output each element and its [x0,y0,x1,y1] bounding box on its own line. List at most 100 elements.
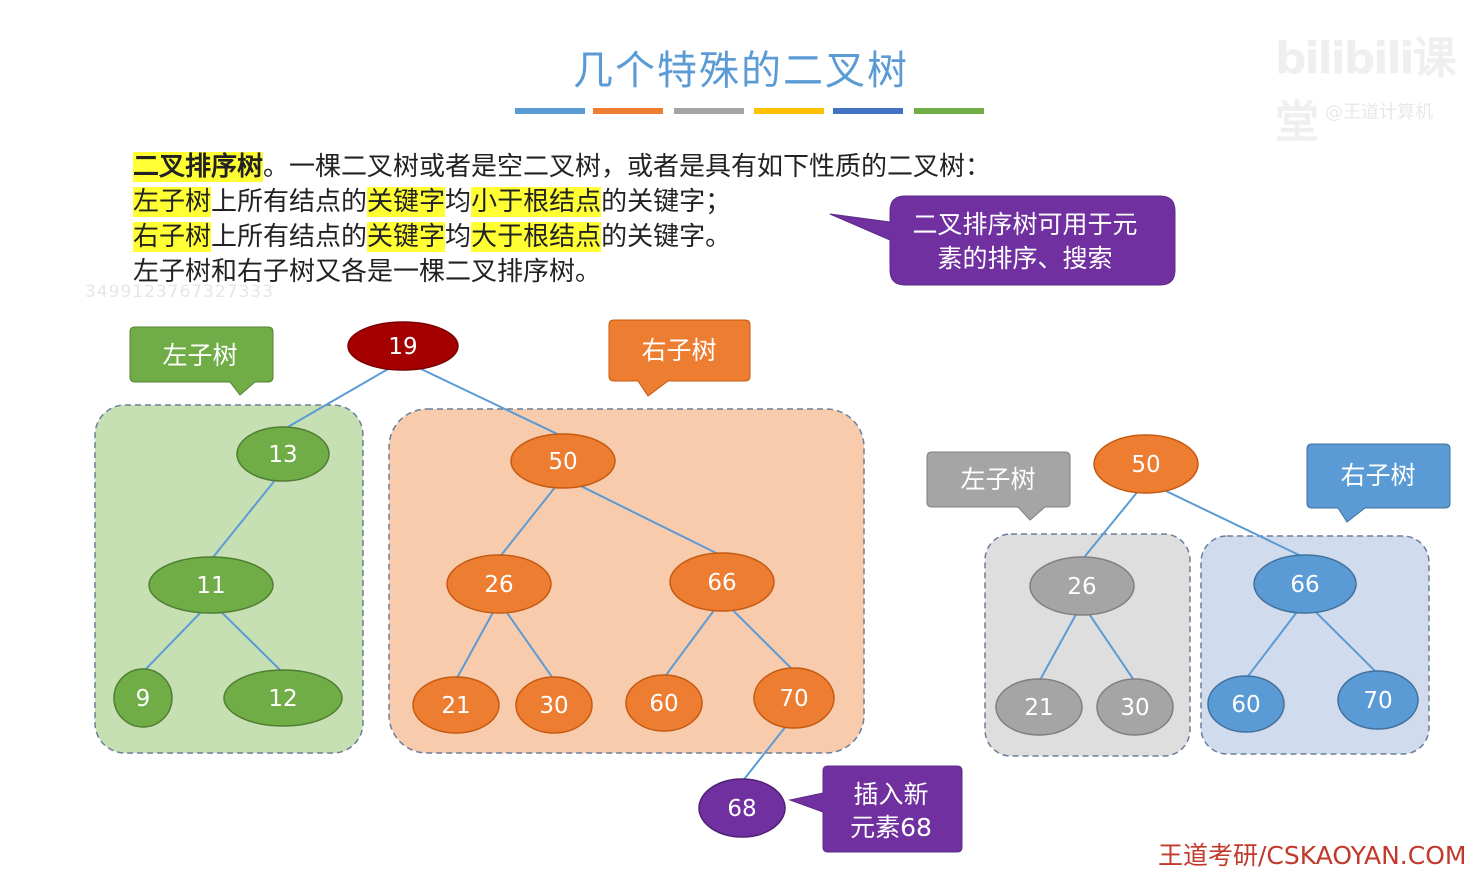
usage-callout [829,195,1176,286]
tree-node [669,552,775,612]
tree-edge [1304,600,1379,675]
color-bar [914,108,984,114]
tree-node [223,669,343,727]
tree-edge [498,600,555,681]
tree-edge [721,598,795,672]
left-subtree-label: 左子树 [162,341,237,370]
tree-node-label: 13 [268,442,297,468]
tree-node [515,676,593,734]
hl-right-subtree: 右子树 [133,222,212,252]
color-bar [593,108,663,114]
tree-node-label: 26 [1067,574,1096,600]
hl-key: 关键字 [367,222,446,252]
tree-node-label: 68 [727,796,756,822]
tree-node-label: 12 [268,686,297,712]
edges-layer [142,359,1379,783]
color-bar [515,108,585,114]
usage-callout-line2: 素的排序、搜索 [937,244,1112,273]
tree-node-label: 11 [196,573,225,599]
tree-edge [1038,602,1083,683]
insert-callout-line1: 插入新 [853,780,928,809]
page-title: 几个特殊的二叉树 [573,48,909,94]
color-bar [833,108,903,114]
tree-node [510,433,616,489]
rule-text: 均 [445,187,472,217]
tree-edge [1081,602,1136,683]
tree-node-label: 9 [136,686,151,712]
tree-edge [498,476,564,559]
tree-node [1337,670,1419,730]
tree-node-label: 19 [388,334,417,360]
insert-callout [788,765,963,853]
watermark-id: 3499123767327333 [85,282,275,302]
definition-block: 二叉排序树。一棵二叉树或者是空二叉树，或者是具有如下性质的二叉树： 左子树上所有… [133,150,991,290]
tree-node [698,778,786,838]
right-subtree-label: 右子树 [641,336,716,365]
hl-key: 关键字 [367,187,446,217]
tree-node [1253,554,1357,614]
tree-node-label: 21 [1024,695,1053,721]
tree-node-label: 30 [1120,695,1149,721]
rule-text: 的关键字。 [601,222,732,252]
tree-edge [210,601,284,674]
tree-node [753,667,835,729]
tree-node-label: 60 [1231,692,1260,718]
tree-node-label: 21 [441,693,470,719]
tree-node [412,676,500,734]
definition-line-2: 左子树上所有结点的关键字均小于根结点的关键字； [133,185,991,220]
footer-brand: 王道考研/CSKAOYAN.COM [1158,841,1467,870]
rule-text: 的关键字； [601,187,732,217]
tree-edge [142,601,212,673]
tree-node-label: 26 [484,572,513,598]
insert-callout-line2: 元素68 [850,813,932,842]
hl-left-subtree: 左子树 [133,187,212,217]
tree-node-label: 50 [548,449,577,475]
right-subtree-region [388,408,865,754]
tree-edge [1245,600,1306,680]
term-highlight: 二叉排序树 [133,152,264,182]
tree-node-label: 66 [707,570,736,596]
definition-intro: 。一棵二叉树或者是空二叉树，或者是具有如下性质的二叉树： [263,152,992,182]
tree-edge [402,359,564,438]
bilibili-logo: bilibili课堂 [1275,33,1456,148]
hl-greater-than-root: 大于根结点 [471,222,602,252]
color-bar [754,108,824,114]
tree-node [1029,556,1135,616]
tree-node [1207,675,1285,733]
tree-node [1093,434,1199,494]
tree-node-label: 70 [779,686,808,712]
small-right-subtree-label: 右子树 [1340,461,1415,490]
tree-node [148,556,274,614]
definition-line-4: 左子树和右子树又各是一棵二叉排序树。 [133,257,602,287]
definition-line-3: 右子树上所有结点的关键字均大于根结点的关键字。 [133,220,991,255]
tree-node [347,321,459,371]
left-subtree-callout [129,326,274,396]
tree-edge [1081,480,1147,561]
tree-node-label: 50 [1131,452,1160,478]
rule-text: 均 [445,222,472,252]
tree-node-label: 70 [1363,688,1392,714]
tree-node [625,674,703,732]
rule-text: 上所有结点的 [211,222,368,252]
tree-node [446,554,552,614]
tree-edge [562,476,723,557]
tree-node-label: 66 [1290,572,1319,598]
tree-node [995,678,1083,736]
hl-less-than-root: 小于根结点 [471,187,602,217]
color-bar [674,108,744,114]
tree-edge [455,600,500,681]
tree-node [113,668,173,728]
rule-text: 上所有结点的 [211,187,368,217]
small-left-subtree-label: 左子树 [960,465,1035,494]
tree-edge [663,598,723,679]
tree-node-label: 30 [539,693,568,719]
logo-subtitle: @王道计算机 [1325,102,1433,123]
definition-line-1: 二叉排序树。一棵二叉树或者是空二叉树，或者是具有如下性质的二叉树： [133,150,991,185]
tree-node-label: 60 [649,691,678,717]
tree-edge [282,359,404,431]
right-subtree-callout [608,319,751,397]
tree-node [236,426,330,482]
small-right-subtree-callout [1306,443,1451,523]
tree-edge [210,469,284,561]
